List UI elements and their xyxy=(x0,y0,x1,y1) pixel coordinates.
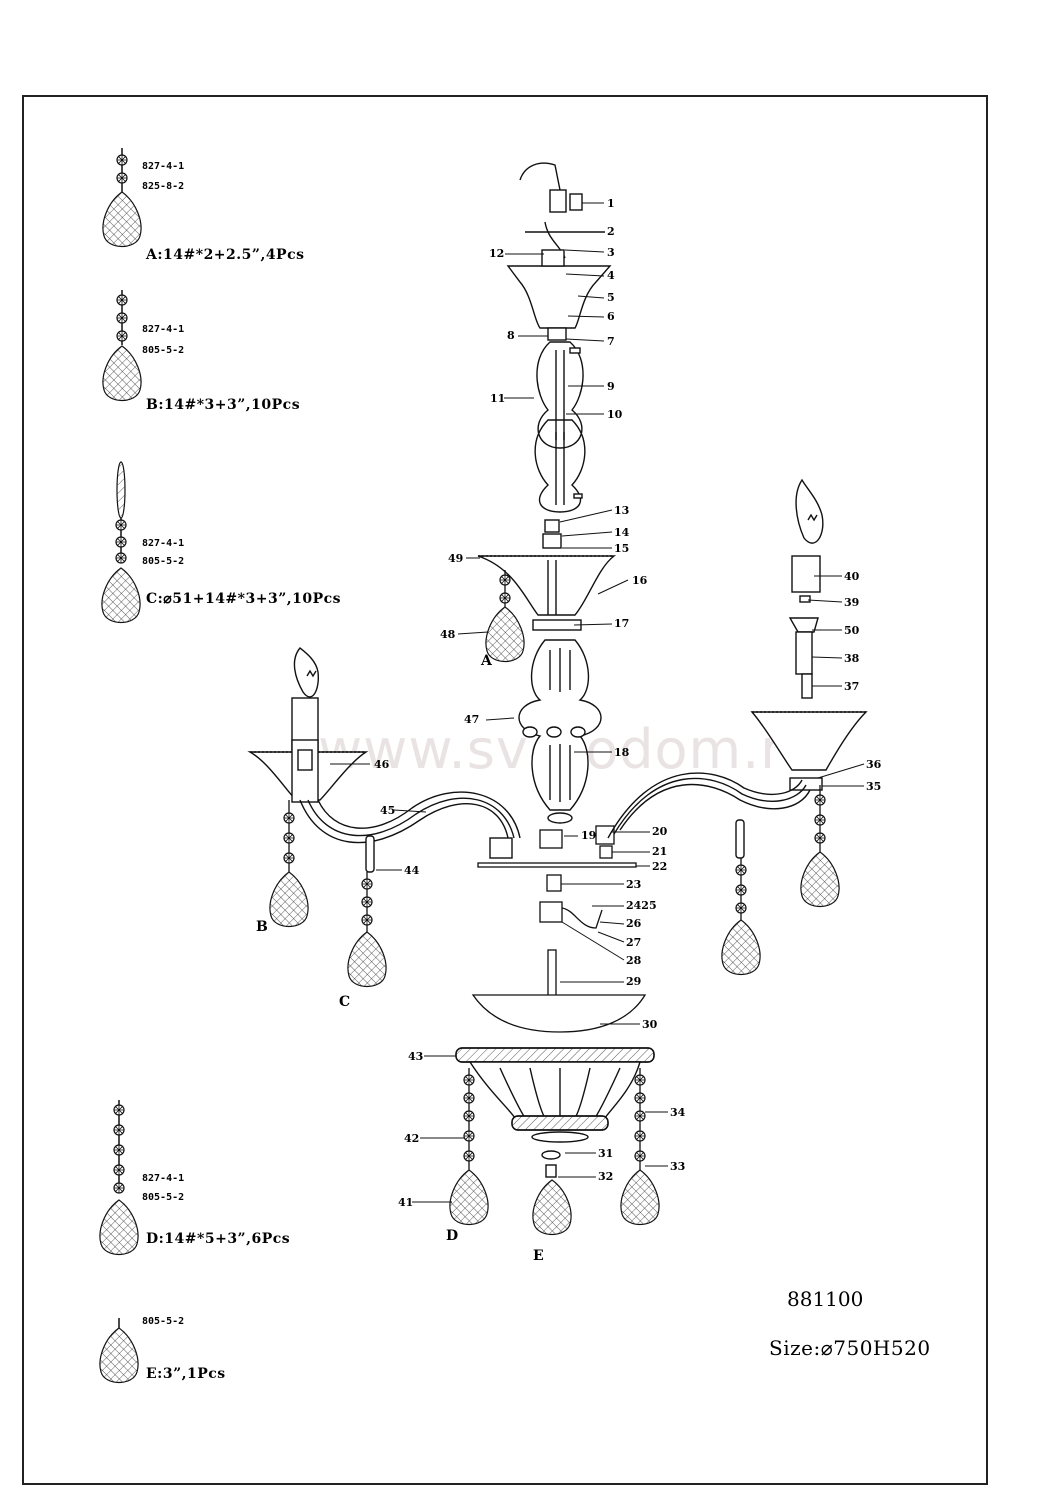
part-label-16: 16 xyxy=(632,574,648,587)
part-label-32: 32 xyxy=(598,1170,614,1183)
part-label-45: 45 xyxy=(380,804,396,817)
legend-d-code1: 827-4-1 xyxy=(142,1173,185,1184)
part-label-2425: 2425 xyxy=(626,899,657,912)
legend-d-crystal xyxy=(99,1100,139,1256)
part-label-47: 47 xyxy=(464,713,480,726)
part-label-33: 33 xyxy=(670,1160,686,1173)
bowl xyxy=(455,1047,655,1178)
part-label-40: 40 xyxy=(844,570,860,583)
part-label-34: 34 xyxy=(670,1106,686,1119)
model-number: 881100 xyxy=(787,1287,864,1311)
part-label-4: 4 xyxy=(607,269,615,282)
legend-b-code2: 805-5-2 xyxy=(142,345,185,356)
part-label-5: 5 xyxy=(607,291,615,304)
legend-a-spec: A:14#*2+2.5”,4Pcs xyxy=(146,247,305,263)
part-label-46: 46 xyxy=(374,758,390,771)
part-label-30: 30 xyxy=(642,1018,658,1031)
part-label-37: 37 xyxy=(844,680,860,693)
part-label-38: 38 xyxy=(844,652,860,665)
part-label-48: 48 xyxy=(440,628,456,641)
legend-a-code2: 825-8-2 xyxy=(142,181,185,192)
leader-lines xyxy=(330,202,865,1203)
legend-e-code1: 805-5-2 xyxy=(142,1316,185,1327)
part-label-7: 7 xyxy=(607,335,615,348)
part-label-18: 18 xyxy=(614,746,630,759)
legend-c-crystal xyxy=(101,461,141,624)
part-label-9: 9 xyxy=(607,380,615,393)
part-label-3: 3 xyxy=(607,246,615,259)
legend-a-code1: 827-4-1 xyxy=(142,161,185,172)
part-label-41: 41 xyxy=(398,1196,414,1209)
part-label-21: 21 xyxy=(652,845,668,858)
part-label-13: 13 xyxy=(614,504,630,517)
part-label-39: 39 xyxy=(844,596,860,609)
size-spec: Size:⌀750H520 xyxy=(769,1336,931,1360)
central-column xyxy=(518,639,602,824)
part-label-49: 49 xyxy=(448,552,464,565)
central-hardware xyxy=(471,825,647,1033)
part-label-28: 28 xyxy=(626,954,642,967)
part-label-15: 15 xyxy=(614,542,630,555)
part-label-27: 27 xyxy=(626,936,642,949)
part-label-19: 19 xyxy=(581,829,597,842)
crystal-letter-a: A xyxy=(481,653,492,669)
legend-b-code1: 827-4-1 xyxy=(142,324,185,335)
part-label-50: 50 xyxy=(844,624,860,637)
crystal-letter-b: B xyxy=(256,919,268,935)
drawing-frame xyxy=(22,95,988,1485)
right-arm xyxy=(607,478,868,859)
part-label-26: 26 xyxy=(626,917,642,930)
legend-e-spec: E:3”,1Pcs xyxy=(146,1366,226,1382)
part-label-8: 8 xyxy=(507,329,515,342)
part-label-43: 43 xyxy=(408,1050,424,1063)
part-label-10: 10 xyxy=(607,408,623,421)
legend-b-crystal xyxy=(102,290,142,402)
legend-e-crystal xyxy=(99,1318,139,1384)
part-label-11: 11 xyxy=(490,392,506,405)
chain xyxy=(534,341,586,513)
crystal-d-right xyxy=(620,1068,660,1226)
part-label-12: 12 xyxy=(489,247,505,260)
part-label-1: 1 xyxy=(607,197,615,210)
legend-d-code2: 805-5-2 xyxy=(142,1192,185,1203)
crystal-letter-d: D xyxy=(446,1228,459,1244)
crystal-letter-e: E xyxy=(533,1248,544,1264)
part-label-14: 14 xyxy=(614,526,630,539)
part-label-42: 42 xyxy=(404,1132,420,1145)
part-label-29: 29 xyxy=(626,975,642,988)
legend-c-spec: C:⌀51+14#*3+3”,10Pcs xyxy=(146,591,342,607)
part-label-31: 31 xyxy=(598,1147,614,1160)
crystal-b-left xyxy=(269,800,309,928)
crystal-a xyxy=(485,570,525,663)
part-label-35: 35 xyxy=(866,780,882,793)
part-label-20: 20 xyxy=(652,825,668,838)
part-label-2: 2 xyxy=(607,225,615,238)
crystal-e xyxy=(532,1179,572,1236)
part-label-6: 6 xyxy=(607,310,615,323)
part-label-36: 36 xyxy=(866,758,882,771)
crystal-d-left xyxy=(449,1068,489,1226)
legend-c-code2: 805-5-2 xyxy=(142,556,185,567)
crystal-c-right xyxy=(721,858,761,976)
crystal-c-left xyxy=(347,872,387,988)
legend-b-spec: B:14#*3+3”,10Pcs xyxy=(146,397,301,413)
hook-assembly xyxy=(506,162,612,341)
legend-d-spec: D:14#*5+3”,6Pcs xyxy=(146,1231,291,1247)
upper-cup xyxy=(477,519,617,631)
legend-a-crystal xyxy=(102,148,142,248)
crystal-b-right xyxy=(800,785,840,908)
part-label-22: 22 xyxy=(652,860,668,873)
legend-c-code1: 827-4-1 xyxy=(142,538,185,549)
part-label-23: 23 xyxy=(626,878,642,891)
crystal-letter-c: C xyxy=(339,994,351,1010)
part-label-17: 17 xyxy=(614,617,630,630)
part-label-44: 44 xyxy=(404,864,420,877)
